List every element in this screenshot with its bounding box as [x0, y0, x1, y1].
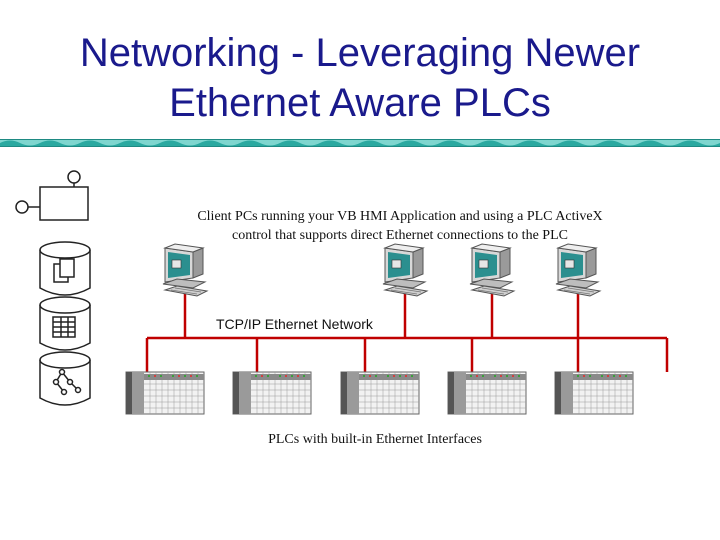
plc-rack-icon: [447, 371, 527, 415]
computer-icon: [555, 243, 601, 297]
plc-rack-icon: [232, 371, 312, 415]
component-icon: [15, 170, 89, 221]
plc-rack-icon: [554, 371, 634, 415]
client-caption-line-1: Client PCs running your VB HMI Applicati…: [197, 209, 603, 224]
slide-title: Networking - Leveraging Newer Ethernet A…: [0, 28, 720, 128]
table-db-icon: [39, 296, 91, 351]
title-line-1: Networking - Leveraging Newer: [79, 31, 641, 75]
computer-icon: [162, 243, 208, 297]
ethernet-network: [145, 290, 669, 372]
computer-icon: [469, 243, 515, 297]
documents-db-icon: [39, 241, 91, 296]
client-caption-line-2: control that supports direct Ethernet co…: [232, 228, 568, 243]
network-label: TCP/IP Ethernet Network: [216, 316, 373, 332]
title-line-2: Ethernet Aware PLCs: [169, 81, 551, 125]
network-db-icon: [39, 351, 91, 406]
sidebar-icons: [15, 170, 91, 406]
computer-icon: [382, 243, 428, 297]
plc-rack-icon: [340, 371, 420, 415]
plc-rack-icon: [125, 371, 205, 415]
client-pcs-caption: Client PCs running your VB HMI Applicati…: [150, 207, 650, 245]
plc-caption: PLCs with built-in Ethernet Interfaces: [268, 432, 482, 447]
title-divider: [0, 139, 720, 147]
